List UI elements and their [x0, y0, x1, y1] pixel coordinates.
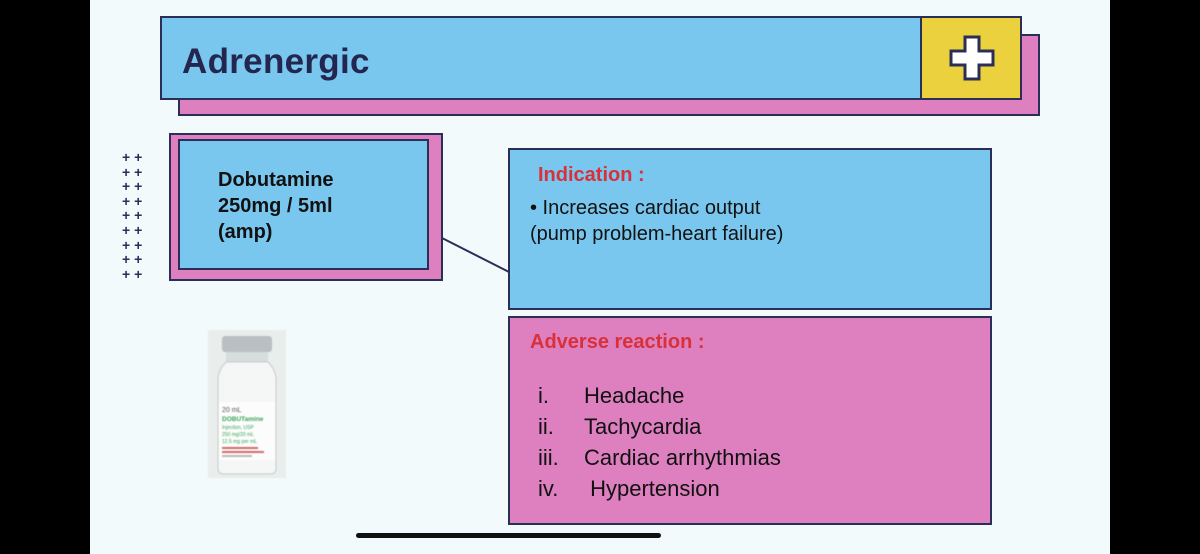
- title-banner: Adrenergic: [160, 16, 1022, 100]
- plus-badge: [920, 16, 1022, 100]
- slide: Adrenergic + + + + + + + + + + + + + + +…: [90, 0, 1110, 554]
- indication-box: Indication : • Increases cardiac output …: [508, 148, 992, 310]
- drug-form: (amp): [218, 221, 273, 243]
- list-text: Hypertension: [584, 476, 720, 501]
- adverse-title: Adverse reaction :: [530, 331, 705, 353]
- home-indicator[interactable]: [356, 533, 661, 538]
- vial-drug-name: DOBUTamine: [222, 416, 264, 423]
- vial-line-2: 250 mg/20 mL: [222, 432, 254, 438]
- vial-line-1: Injection, USP: [222, 425, 254, 431]
- slide-title: Adrenergic: [182, 42, 370, 81]
- drug-dose: 250mg / 5ml: [218, 195, 333, 217]
- adverse-list: i. Headache ii. Tachycardia iii. Cardiac…: [538, 380, 781, 504]
- indication-title: Indication :: [538, 164, 645, 186]
- list-number: i.: [538, 383, 549, 408]
- vial-image: 20 mL DOBUTamine Injection, USP 250 mg/2…: [208, 330, 286, 478]
- vial-line-3: 12.5 mg per mL: [222, 439, 257, 445]
- drug-name: Dobutamine: [218, 169, 334, 191]
- list-item: ii. Tachycardia: [538, 411, 781, 442]
- list-text: Tachycardia: [584, 414, 702, 439]
- indication-line-1: • Increases cardiac output: [530, 197, 761, 219]
- list-item: iv. Hypertension: [538, 473, 781, 504]
- medical-cross-icon: [949, 35, 995, 81]
- drug-card: Dobutamine 250mg / 5ml (amp): [178, 139, 429, 270]
- list-text: Headache: [584, 383, 685, 408]
- list-number: iv.: [538, 476, 559, 501]
- list-number: iii.: [538, 445, 559, 470]
- plus-pattern-decoration: + + + + + + + + + + + + + + + + + +: [122, 149, 143, 282]
- indication-line-2: (pump problem-heart failure): [530, 223, 784, 245]
- vial-volume: 20 mL: [222, 407, 242, 414]
- list-item: i. Headache: [538, 380, 781, 411]
- connector-line: [441, 237, 510, 273]
- list-item: iii. Cardiac arrhythmias: [538, 442, 781, 473]
- list-number: ii.: [538, 414, 554, 439]
- adverse-reaction-box: Adverse reaction : i. Headache ii. Tachy…: [508, 316, 992, 525]
- list-text: Cardiac arrhythmias: [584, 445, 781, 470]
